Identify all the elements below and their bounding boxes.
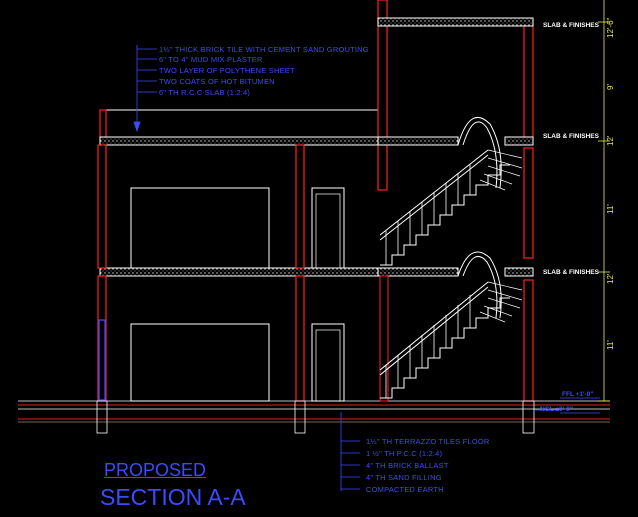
ground-lines — [18, 400, 610, 423]
floor-note-2: 1 ½" TH P.C.C (1:2:4) — [366, 449, 443, 458]
dimension-5: 12' — [606, 273, 615, 284]
roof-note-2: 6" TO 4" MUD MIX PLASTER — [159, 55, 263, 64]
left-building — [96, 109, 379, 434]
floor-note-3: 4" TH BRICK BALLAST — [366, 461, 449, 470]
roof-note-5: 6" TH R.C.C SLAB (1:2:4) — [159, 88, 251, 97]
leader-lines — [133, 45, 600, 491]
floor-note-5: COMPACTED EARTH — [366, 485, 444, 494]
dimension-2: 9' — [606, 84, 615, 90]
floor-note-1: 1½" TH TERRAZZO TILES FLOOR — [366, 437, 490, 446]
level-ngl: NGL ±0'-0" — [540, 406, 573, 413]
slab-label-top: SLAB & FINISHES — [543, 22, 599, 29]
floor-note-4: 4" TH SAND FILLING — [366, 473, 442, 482]
title-proposed: PROPOSED — [104, 460, 207, 480]
roof-note-1: 1½" THICK BRICK TILE WITH CEMENT SAND GR… — [159, 45, 369, 54]
roof-note-3: TWO LAYER OF POLYTHENE SHEET — [159, 66, 295, 75]
roof-note-4: TWO COATS OF HOT BITUMEN — [159, 77, 275, 86]
dimension-1: 12'-6" — [606, 17, 615, 38]
dimension-6: 11' — [606, 340, 615, 350]
slab-label-low: SLAB & FINISHES — [543, 269, 599, 276]
dimension-line — [598, 0, 610, 402]
slab-label-mid: SLAB & FINISHES — [543, 133, 599, 140]
dimension-4: 11' — [606, 204, 615, 214]
stair-core — [377, 0, 535, 434]
title-section: SECTION A-A — [100, 484, 246, 510]
dimension-3: 12' — [606, 135, 615, 146]
level-ffl: FFL +1'-0" — [562, 391, 594, 398]
